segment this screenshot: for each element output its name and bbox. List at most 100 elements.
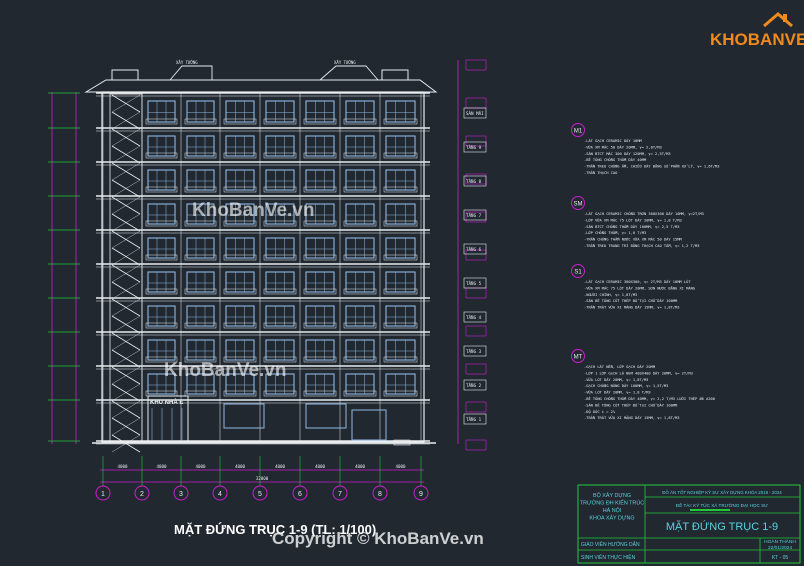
window xyxy=(345,305,375,327)
watermark: KhoBanVe.vn xyxy=(164,360,287,381)
window xyxy=(225,237,255,259)
floor-tag: SÀN MÁI xyxy=(466,111,484,116)
project-name: ĐỒ ÁN TỐT NGHIỆP KỸ SƯ XÂY DỰNG KHÓA 201… xyxy=(662,490,782,495)
window xyxy=(385,135,416,157)
floor-tag: TẦNG 8 xyxy=(466,179,482,184)
student-label: SINH VIÊN THỰC HIỆN xyxy=(581,553,636,561)
floor-tag: TẦNG 7 xyxy=(466,213,482,218)
balcony-rail xyxy=(145,220,178,227)
note-line: -BÊ TÔNG CHỐNG THẤM DÀY 40MM xyxy=(584,157,647,162)
floor-tag-box xyxy=(463,175,487,187)
grid-axis-label: 4 xyxy=(218,491,222,498)
window xyxy=(345,339,375,361)
window xyxy=(305,339,335,361)
stair-frame xyxy=(109,93,143,443)
bay-dimension: 4000 xyxy=(235,464,246,469)
sheet-number: KT - 05 xyxy=(772,555,789,561)
balcony-rail xyxy=(303,118,337,125)
note-line: -SÀN BTCT MÁC 300 DÀY 120MM, γ= 2,5T/M3 xyxy=(584,151,671,156)
balcony-rail xyxy=(343,390,377,397)
balcony-rail xyxy=(184,356,217,363)
elevation-box xyxy=(465,325,487,337)
roof-outline xyxy=(84,79,438,93)
grid-axis-bubble xyxy=(372,485,388,501)
balcony-rail xyxy=(145,322,178,329)
school-line: KHOA XÂY DỰNG xyxy=(589,515,634,522)
elevation-box xyxy=(465,363,487,375)
note-line: -VỮA XM MÁC 75 LÓT DÀY 20MM, SƠN NƯỚC BẰ… xyxy=(584,285,695,290)
window xyxy=(305,237,335,259)
floor-tag-box xyxy=(463,379,487,391)
grid-axis-bubble xyxy=(292,485,308,501)
external-staircase xyxy=(109,93,143,453)
house-icon xyxy=(763,12,793,28)
bay-dimension: 4000 xyxy=(275,464,286,469)
window xyxy=(186,305,215,327)
balcony-rail xyxy=(145,288,178,295)
balcony-rail xyxy=(263,118,297,125)
note-line: -TRẦN TREO TRANG TRÍ BẰNG THẠCH CAO TẤM,… xyxy=(584,243,699,248)
floor-tag-box xyxy=(463,141,487,153)
bay-dimension: 4000 xyxy=(195,464,206,469)
note-line: -GẠCH CHỐNG NÓNG DÀY 100MM, γ= 1,5T/M3 xyxy=(584,383,668,388)
window xyxy=(147,373,176,395)
balcony-rail xyxy=(263,356,297,363)
elevation-box xyxy=(465,439,487,451)
window xyxy=(385,237,416,259)
window xyxy=(225,271,255,293)
window xyxy=(345,271,375,293)
window xyxy=(147,135,176,157)
balcony-rail xyxy=(184,220,217,227)
sheet-name: MẶT ĐỨNG TRỤC 1-9 xyxy=(666,520,778,533)
balcony-rail xyxy=(184,390,217,397)
balcony-rail xyxy=(145,356,178,363)
window xyxy=(186,339,215,361)
window xyxy=(265,100,295,123)
note-tag: S1 xyxy=(574,270,582,276)
window xyxy=(147,203,176,225)
stair-rail xyxy=(111,315,141,334)
grid-axis-label: 9 xyxy=(419,491,423,498)
balcony-rail xyxy=(343,186,377,193)
balcony-rail xyxy=(145,254,178,261)
window xyxy=(345,203,375,225)
stair-rail xyxy=(111,111,141,130)
note-line: -VỮA LÓT DÀY 20MM, γ= 1,8 T/M3 xyxy=(584,390,651,395)
floor-tag: TẦNG 9 xyxy=(466,145,482,150)
note-tag: MT xyxy=(574,355,583,361)
window xyxy=(147,339,176,361)
bay-dimension: 4000 xyxy=(355,464,366,469)
note-tag-circle xyxy=(571,123,585,137)
grid-axis-label: 5 xyxy=(258,491,262,498)
window xyxy=(385,203,416,225)
stair-rail xyxy=(111,383,141,402)
bay-dimension: 4000 xyxy=(156,464,167,469)
elevation-box xyxy=(465,135,487,147)
balcony-rail xyxy=(343,118,377,125)
grid-axis-bubble xyxy=(134,485,150,501)
balcony-rail xyxy=(184,118,217,125)
note-line: -ĐỘ DỐC i = 2% xyxy=(584,409,616,414)
stair-rail xyxy=(111,94,141,113)
window xyxy=(147,237,176,259)
window xyxy=(305,305,335,327)
grid-axis-label: 7 xyxy=(338,491,342,498)
note-line: -SÀN BÊ TÔNG CỐT THÉP ĐỔ TẠI CHỖ DÀY 100… xyxy=(584,402,678,407)
ground-window xyxy=(305,403,347,429)
note-tag-circle xyxy=(571,264,585,278)
grid-axis-bubble xyxy=(95,485,111,501)
bay-dimension: 4000 xyxy=(117,464,128,469)
grid-axis-bubble xyxy=(252,485,268,501)
note-tag: M1 xyxy=(574,129,583,135)
note-line: -VỮA XM MÁC 50 DÀY 20MM, γ= 2,0T/M3 xyxy=(584,144,662,149)
window xyxy=(225,339,255,361)
window xyxy=(345,135,375,157)
balcony-rail xyxy=(343,220,377,227)
stair-rail xyxy=(111,264,141,283)
date-label: HOÀN THÀNH xyxy=(764,538,796,545)
balcony-rail xyxy=(145,152,178,159)
balcony-rail xyxy=(263,254,297,261)
floor-tag: TẦNG 1 xyxy=(466,417,482,422)
grid-axis-label: 3 xyxy=(179,491,183,498)
